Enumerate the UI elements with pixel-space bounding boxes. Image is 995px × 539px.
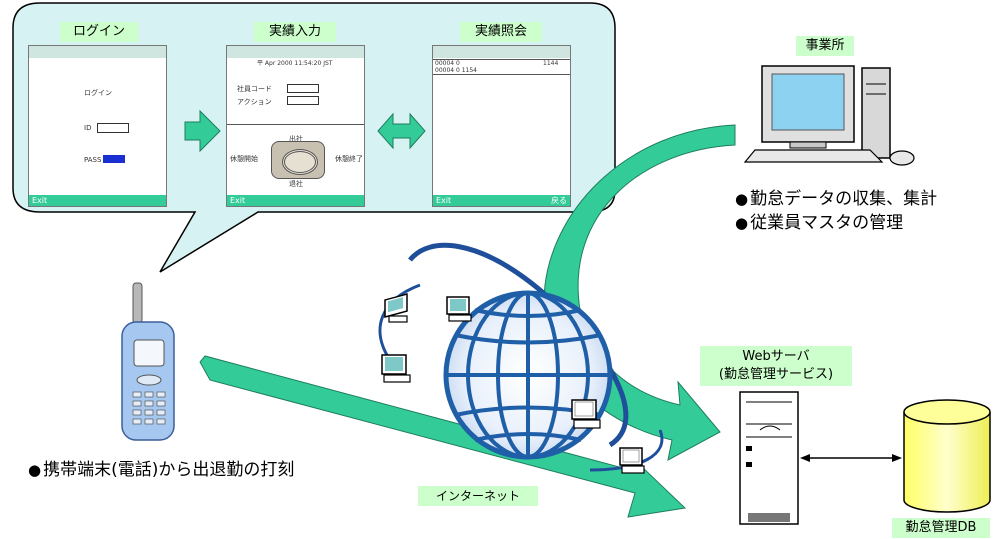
id-input[interactable]	[97, 123, 129, 133]
office-bullet-1: ●勤怠データの収集、集計	[735, 189, 938, 209]
exit-softkey[interactable]: Exit	[32, 196, 48, 205]
history-row-2: 00004 0 1154	[435, 67, 477, 74]
history-screen: 00004 0 1144 00004 0 1154 Exit 戻る	[432, 45, 571, 207]
employee-code-input[interactable]	[287, 84, 319, 93]
office-bullet-2-text: 従業員マスタの管理	[750, 213, 904, 233]
history-value-1: 1144	[543, 60, 559, 67]
office-bullet-2: ●従業員マスタの管理	[735, 213, 904, 233]
screen-status-bar	[29, 46, 166, 58]
pass-input[interactable]	[103, 155, 125, 163]
dial-left-label: 休憩開始	[230, 155, 258, 163]
database-label: 勤怠管理DB	[892, 518, 990, 538]
webserver-label: Webサーバ (勤怠管理サービス)	[700, 346, 852, 386]
dial-top-label: 出社	[289, 135, 303, 143]
orbit-rings	[378, 242, 664, 472]
server-tower-icon	[739, 391, 799, 525]
screen-status-bar	[433, 46, 570, 58]
login-screen: ログイン ID PASS Exit	[28, 45, 167, 207]
screen-status-bar	[227, 46, 364, 58]
small-computer-icon	[446, 296, 472, 322]
pass-label: PASS	[84, 156, 102, 164]
id-label: ID	[84, 124, 92, 132]
softkey-bar: Exit 戻る	[433, 195, 570, 206]
input-screen: 平 Apr 2000 11:54:20 JST 社員コード アクション 出社 休…	[226, 45, 365, 207]
straight-arrow-phone-internet	[199, 355, 687, 518]
input-screen-label: 実績入力	[254, 22, 336, 42]
dial-bottom-label: 退社	[289, 180, 303, 188]
internet-label: インターネット	[418, 486, 538, 506]
connector-line	[800, 454, 902, 462]
double-arrow-icon	[377, 112, 426, 150]
database-icon	[903, 399, 991, 513]
office-bullet-1-text: 勤怠データの収集、集計	[750, 189, 938, 209]
login-screen-label: ログイン	[60, 22, 138, 42]
softkey-bar: Exit	[227, 195, 364, 206]
mobile-phone-icon	[121, 282, 175, 441]
dial-pad-icon[interactable]	[271, 141, 325, 179]
right-arrow-icon	[184, 109, 221, 153]
dial-right-label: 休憩終了	[335, 155, 363, 163]
screen-divider	[227, 124, 364, 125]
webserver-label-line2: (勤怠管理サービス)	[718, 367, 834, 382]
action-label: アクション	[237, 98, 272, 106]
webserver-label-line1: Webサーバ	[742, 349, 810, 364]
softkey-bar: Exit	[29, 195, 166, 206]
input-status-text: 平 Apr 2000 11:54:20 JST	[257, 60, 333, 67]
exit-softkey[interactable]: Exit	[230, 196, 246, 205]
history-table: 00004 0 1144 00004 0 1154	[433, 59, 570, 75]
small-computer-icon	[571, 399, 601, 429]
login-heading: ログイン	[84, 89, 112, 97]
small-computer-icon	[384, 293, 408, 323]
mobile-bullet: ●携帯端末(電話)から出退勤の打刻	[28, 460, 295, 480]
employee-code-label: 社員コード	[237, 85, 272, 93]
mobile-bullet-text: 携帯端末(電話)から出退勤の打刻	[43, 460, 295, 480]
small-computer-icon	[619, 447, 645, 474]
back-softkey[interactable]: 戻る	[551, 196, 567, 205]
desktop-computer-icon	[743, 65, 915, 166]
exit-softkey[interactable]: Exit	[436, 196, 452, 205]
small-computer-icon	[381, 354, 411, 383]
office-label: 事業所	[796, 36, 854, 56]
history-row-1: 00004 0	[435, 60, 460, 67]
globe-icon	[443, 290, 613, 460]
history-screen-label: 実績照会	[460, 22, 542, 42]
action-input[interactable]	[287, 96, 319, 105]
